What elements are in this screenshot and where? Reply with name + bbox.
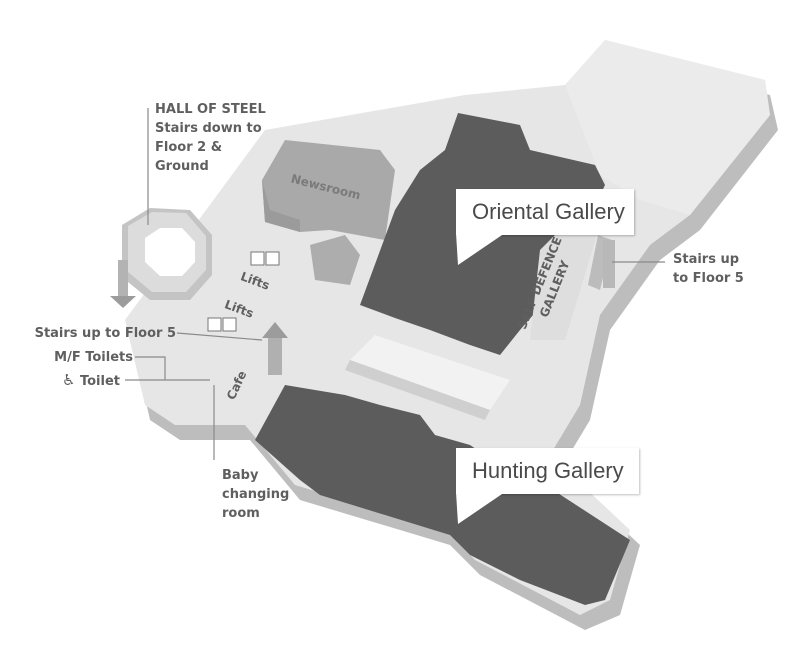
stairs-up-arrow bbox=[262, 322, 288, 375]
mf-toilets-label: M/F Toilets bbox=[54, 350, 133, 365]
baby-changing-label: Baby changing room bbox=[222, 468, 290, 521]
lift-icon bbox=[207, 251, 280, 332]
central-corridor bbox=[345, 335, 510, 420]
oriental-callout-tail bbox=[456, 233, 505, 265]
hall-of-steel-label: HALL OF STEEL Stairs down to Floor 2 & G… bbox=[155, 102, 266, 174]
oriental-gallery-callout: Oriental Gallery bbox=[456, 189, 634, 235]
hunting-callout-tail bbox=[456, 492, 505, 524]
hall-of-steel-tower bbox=[110, 208, 212, 308]
stairs-up-floor5-left-label: Stairs up to Floor 5 bbox=[34, 326, 176, 341]
stairs-right bbox=[603, 240, 615, 288]
stairs-up-floor5-right-label: Stairs up to Floor 5 bbox=[673, 252, 744, 286]
wheelchair-icon: ♿ bbox=[62, 371, 76, 389]
hunting-gallery-area bbox=[255, 385, 630, 605]
hunting-gallery-callout: Hunting Gallery bbox=[456, 448, 639, 494]
newsroom-room bbox=[262, 140, 395, 285]
toilet-label: ♿ Toilet bbox=[62, 371, 120, 389]
leader-lines bbox=[125, 108, 665, 460]
